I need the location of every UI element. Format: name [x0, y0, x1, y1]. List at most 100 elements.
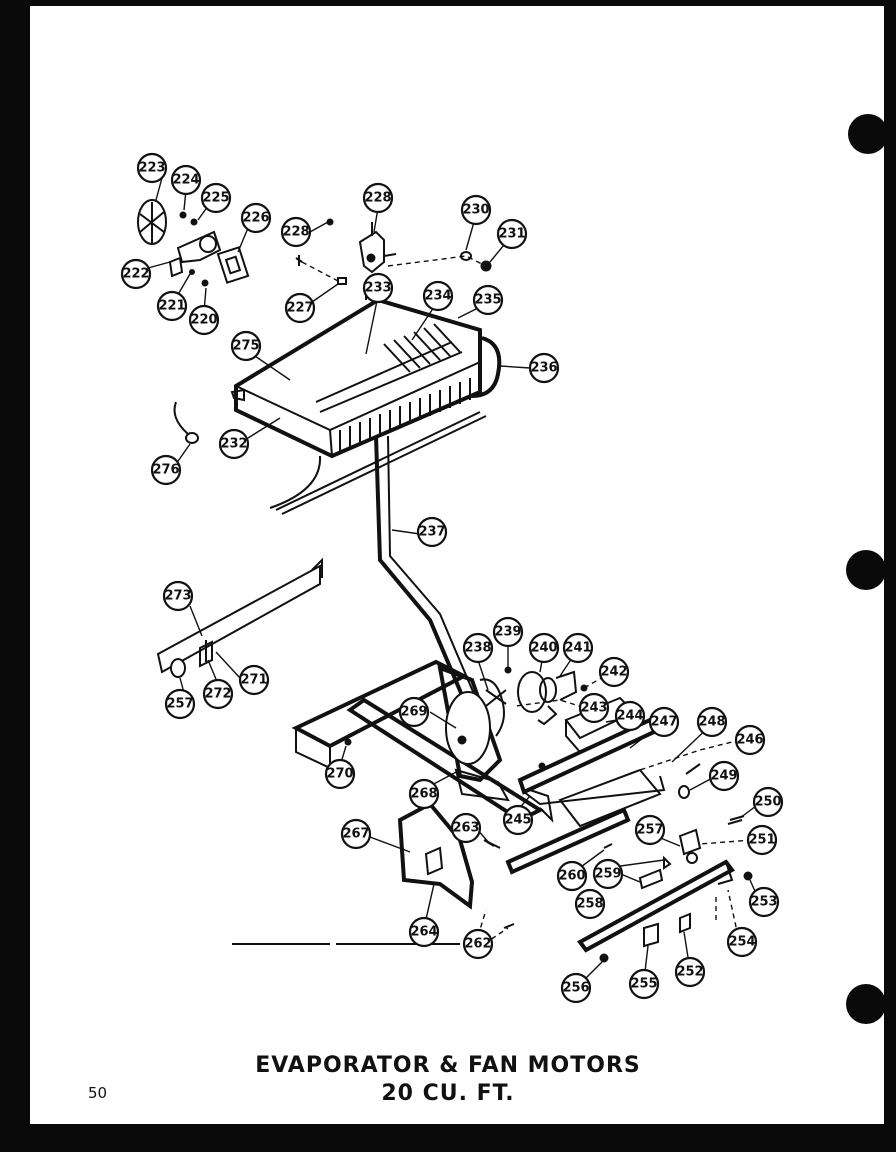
svg-text:271: 271 [240, 673, 267, 688]
callout-256: 256 [560, 972, 592, 1004]
svg-text:252: 252 [676, 965, 703, 980]
svg-text:246: 246 [736, 733, 763, 748]
title-line-1: EVAPORATOR & FAN MOTORS [255, 1053, 641, 1078]
svg-text:239: 239 [494, 625, 521, 640]
callout-239: 239 [492, 616, 524, 648]
callout-241: 241 [562, 632, 594, 664]
svg-text:263: 263 [452, 821, 479, 836]
callout-238: 238 [462, 632, 494, 664]
callout-249: 249 [708, 760, 740, 792]
svg-text:221: 221 [158, 299, 185, 314]
callout-271: 271 [238, 664, 270, 696]
svg-text:275: 275 [232, 339, 259, 354]
callout-231: 231 [496, 218, 528, 250]
svg-text:276: 276 [152, 463, 179, 478]
callout-253: 253 [748, 886, 780, 918]
evaporator-fan-assembly [137, 199, 250, 287]
callout-237: 237 [416, 516, 448, 548]
svg-text:243: 243 [580, 701, 607, 716]
svg-text:231: 231 [498, 227, 525, 242]
svg-text:237: 237 [418, 525, 445, 540]
svg-text:222: 222 [122, 267, 149, 282]
svg-text:238: 238 [464, 641, 491, 656]
callout-225: 225 [200, 182, 232, 214]
callout-269: 269 [398, 696, 430, 728]
svg-text:250: 250 [754, 795, 781, 810]
svg-text:259: 259 [594, 867, 621, 882]
callout-235: 235 [472, 284, 504, 316]
diagram-title: EVAPORATOR & FAN MOTORS 20 CU. FT. [200, 1052, 696, 1108]
callout-245: 245 [502, 804, 534, 836]
callout-228-top: 228 [362, 182, 394, 214]
damper-control-assembly [295, 218, 492, 300]
scan-border-bottom [0, 1124, 896, 1152]
callout-221: 221 [156, 290, 188, 322]
fan-housing-chassis [291, 659, 666, 875]
svg-text:247: 247 [650, 715, 677, 730]
callout-257-right: 257 [634, 814, 666, 846]
callout-270: 270 [324, 758, 356, 790]
svg-text:258: 258 [576, 897, 603, 912]
title-line-2: 20 CU. FT. [381, 1081, 515, 1106]
svg-text:235: 235 [474, 293, 501, 308]
svg-text:267: 267 [342, 827, 369, 842]
callout-240: 240 [528, 632, 560, 664]
svg-text:226: 226 [242, 211, 269, 226]
scan-border-left [0, 0, 30, 1152]
svg-text:253: 253 [750, 895, 777, 910]
svg-text:273: 273 [164, 589, 191, 604]
callout-260: 260 [556, 860, 588, 892]
svg-text:269: 269 [400, 705, 427, 720]
svg-text:227: 227 [286, 301, 313, 316]
scan-border-right [884, 0, 896, 1152]
callout-242: 242 [598, 656, 630, 688]
leader-lines [147, 177, 759, 987]
callout-247: 247 [648, 706, 680, 738]
svg-text:256: 256 [562, 981, 589, 996]
page-number: 50 [88, 1084, 108, 1102]
callout-224: 224 [170, 164, 202, 196]
callout-228-left: 228 [280, 216, 312, 248]
callout-276: 276 [150, 454, 182, 486]
svg-text:224: 224 [172, 173, 199, 188]
svg-text:257: 257 [636, 823, 663, 838]
svg-text:254: 254 [728, 935, 755, 950]
svg-text:244: 244 [616, 709, 643, 724]
svg-text:228: 228 [364, 191, 391, 206]
callout-220: 220 [188, 304, 220, 336]
svg-text:220: 220 [190, 313, 217, 328]
svg-text:272: 272 [204, 687, 231, 702]
callout-251: 251 [746, 824, 778, 856]
callout-273: 273 [162, 580, 194, 612]
evaporator-coil [173, 297, 502, 515]
svg-text:264: 264 [410, 925, 437, 940]
svg-text:230: 230 [462, 203, 489, 218]
svg-text:262: 262 [464, 937, 491, 952]
callout-257-left: 257 [164, 688, 196, 720]
callout-275: 275 [230, 330, 262, 362]
svg-text:245: 245 [504, 813, 531, 828]
callout-268: 268 [408, 778, 440, 810]
callout-264: 264 [408, 916, 440, 948]
callout-258: 258 [574, 888, 606, 920]
svg-text:240: 240 [530, 641, 557, 656]
callout-248: 248 [696, 706, 728, 738]
callout-227: 227 [284, 292, 316, 324]
callout-bubbles: 223 224 225 226 222 221 220 228 228 227 … [120, 152, 784, 1004]
callout-246: 246 [734, 724, 766, 756]
svg-text:270: 270 [326, 767, 353, 782]
callout-262: 262 [462, 928, 494, 960]
svg-text:232: 232 [220, 437, 247, 452]
svg-text:234: 234 [424, 289, 451, 304]
svg-text:233: 233 [364, 281, 391, 296]
svg-text:225: 225 [202, 191, 229, 206]
callout-252: 252 [674, 956, 706, 988]
callout-267: 267 [340, 818, 372, 850]
callout-230: 230 [460, 194, 492, 226]
callout-232: 232 [218, 428, 250, 460]
svg-text:260: 260 [558, 869, 585, 884]
binder-hole-middle [846, 550, 886, 590]
svg-text:257: 257 [166, 697, 193, 712]
svg-text:251: 251 [748, 833, 775, 848]
